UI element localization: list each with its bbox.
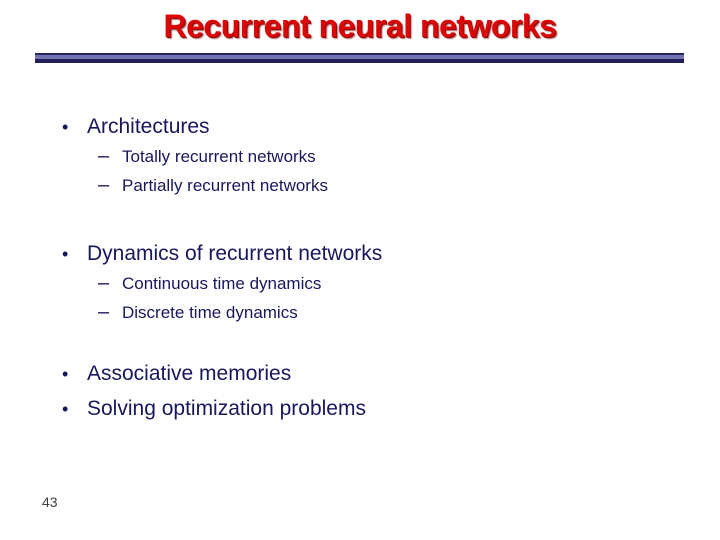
bullet-item: • Architectures: [40, 112, 690, 142]
slide-title: Recurrent neural networks: [163, 8, 557, 44]
bullet-item: –Partially recurrent networks: [40, 171, 690, 200]
bullet-item: • Solving optimization problems: [40, 394, 690, 424]
bullet-item-label: Dynamics of recurrent networks: [87, 242, 383, 265]
bullet-item-label: Associative memories: [87, 362, 292, 385]
bullet-item: –Totally recurrent networks: [40, 142, 690, 171]
bullet-dot-icon: •: [62, 244, 69, 264]
bullet-item: • Dynamics of recurrent networks: [40, 239, 690, 269]
bullet-item-label: Continuous time dynamics: [122, 274, 322, 293]
bullet-item-label: Totally recurrent networks: [122, 147, 316, 166]
bullet-item: –Continuous time dynamics: [40, 269, 690, 298]
bullet-item: • Associative memories: [40, 359, 690, 389]
bullet-group: • Architectures –Totally recurrent network…: [40, 112, 690, 200]
bullet-item: –Discrete time dynamics: [40, 298, 690, 327]
bullet-item-label: Architectures: [87, 115, 210, 138]
bullet-group: • Associative memories • Solving optimizati…: [40, 359, 690, 424]
dash-icon: –: [98, 301, 110, 323]
title-divider-rule: [35, 53, 684, 63]
page-number: 43: [42, 494, 58, 510]
bullet-item-label: Partially recurrent networks: [122, 176, 328, 195]
bullet-dot-icon: •: [62, 117, 69, 137]
bullet-item-label: Discrete time dynamics: [122, 303, 298, 322]
bullet-dot-icon: •: [62, 364, 69, 384]
dash-icon: –: [98, 145, 110, 167]
bullet-list: •Architectures–Totally recurrent network…: [40, 112, 690, 424]
bullet-item-label: Solving optimization problems: [87, 397, 366, 420]
dash-icon: –: [98, 272, 110, 294]
dash-icon: –: [98, 174, 110, 196]
bullet-group: • Dynamics of recurrent networks –Continuo…: [40, 239, 690, 327]
bullet-dot-icon: •: [62, 399, 69, 419]
